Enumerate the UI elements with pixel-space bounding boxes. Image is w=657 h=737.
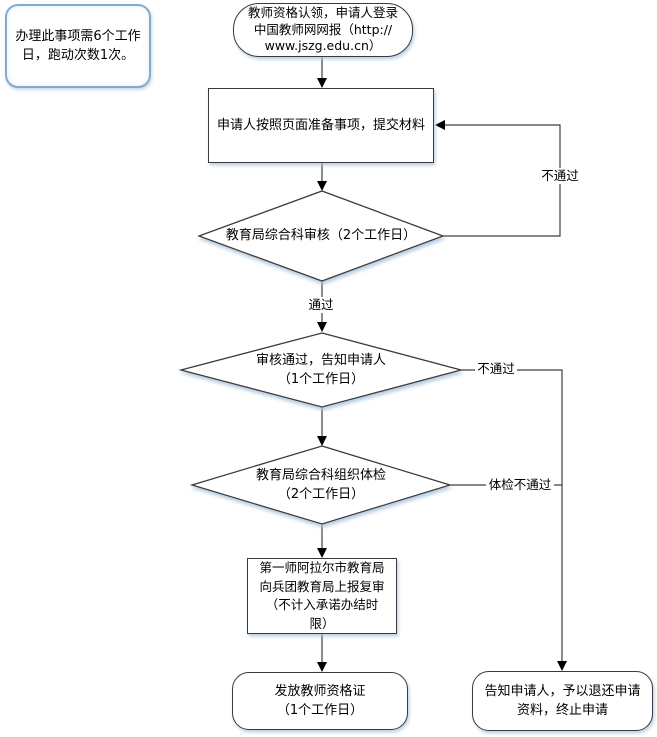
node-start-terminator: 教师资格认领，申请人登录 中国教师网网报（http:// www.jszg.ed… bbox=[233, 3, 413, 57]
arrow-into-physical bbox=[317, 436, 327, 446]
decision-notify-shape bbox=[178, 332, 464, 408]
edge-label-review-fail: 不通过 bbox=[539, 168, 581, 184]
arrow-into-submit bbox=[317, 78, 327, 88]
decision-review-label: 教育局综合科审核（2个工作日） bbox=[225, 228, 417, 244]
node-end-reject: 告知申请人，予以退还申请 资料，终止申请 bbox=[472, 671, 653, 731]
arrow-into-issue bbox=[317, 662, 327, 672]
edge-label-pass: 通过 bbox=[301, 297, 341, 313]
arrow-into-notify bbox=[317, 322, 327, 332]
arrow-into-review bbox=[317, 181, 327, 191]
arrow-into-submit-left bbox=[435, 120, 445, 130]
note-box: 办理此事项需6个工作 日，跑动次数1次。 bbox=[5, 4, 151, 88]
node-process-recheck: 第一师阿拉尔市教育局 向兵团教育局上报复审 （不计入承诺办结时 限） bbox=[247, 558, 397, 634]
node-end-issue: 发放教师资格证 （1个工作日） bbox=[232, 672, 408, 730]
decision-review-shape bbox=[197, 190, 445, 282]
edge-label-notify-fail: 不通过 bbox=[475, 361, 517, 377]
decision-physical-shape bbox=[189, 445, 453, 525]
edge-label-physical-fail: 体检不通过 bbox=[486, 477, 554, 493]
arrow-into-recheck bbox=[317, 548, 327, 558]
node-process-submit: 申请人按照页面准备事项，提交材料 bbox=[208, 88, 434, 163]
connector-notify-fail-to-reject bbox=[461, 369, 563, 662]
decision-notify-label: 审核通过，告知申请人 （1个工作日） bbox=[255, 352, 386, 388]
arrow-into-reject bbox=[557, 661, 567, 671]
decision-physical-label: 教育局综合科组织体检 （2个工作日） bbox=[255, 467, 386, 503]
